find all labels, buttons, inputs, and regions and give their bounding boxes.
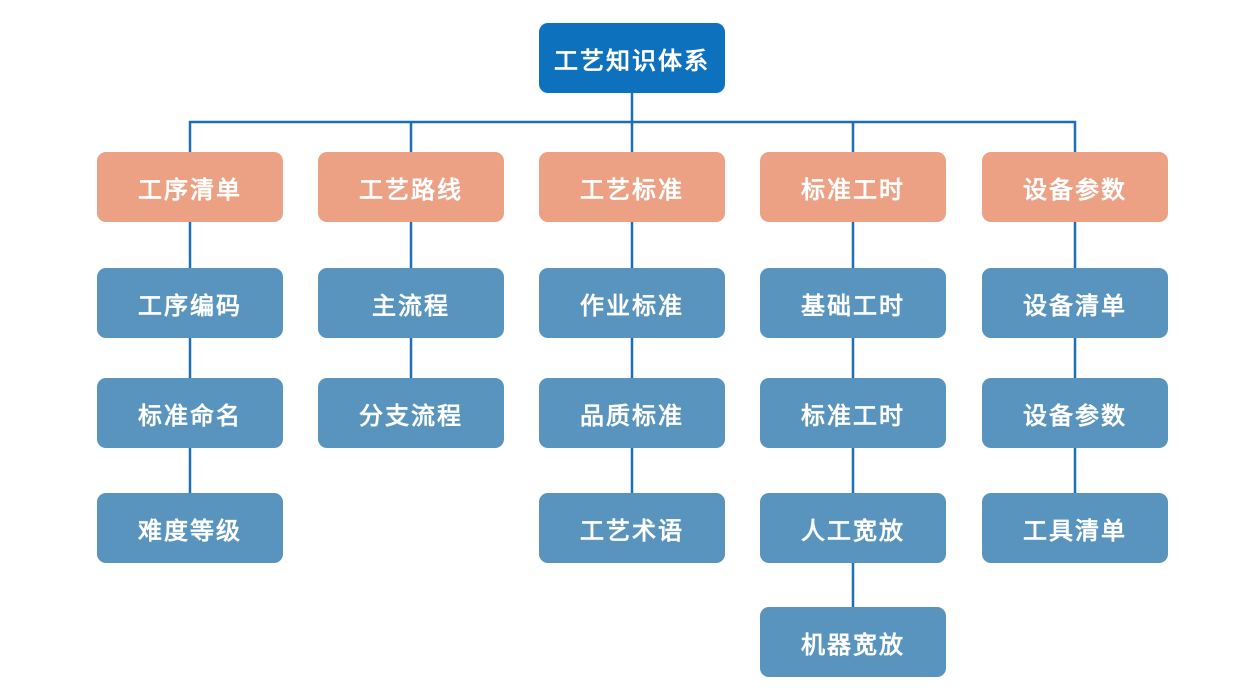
child-node-difficulty-level: 难度等级 [97,493,283,563]
branch-node-standard-hours: 标准工时 [760,152,946,222]
child-node-process-terminology: 工艺术语 [539,493,725,563]
child-node-branch-flow: 分支流程 [318,378,504,448]
child-node-tool-list: 工具清单 [982,493,1168,563]
child-node-standard-hours: 标准工时 [760,378,946,448]
child-node-process-code: 工序编码 [97,268,283,338]
child-node-standard-naming: 标准命名 [97,378,283,448]
child-node-main-flow: 主流程 [318,268,504,338]
child-node-equipment-parameters: 设备参数 [982,378,1168,448]
child-node-labor-allowance: 人工宽放 [760,493,946,563]
branch-node-equipment-parameters: 设备参数 [982,152,1168,222]
child-node-machine-allowance: 机器宽放 [760,607,946,677]
child-node-basic-hours: 基础工时 [760,268,946,338]
branch-node-process-route: 工艺路线 [318,152,504,222]
branch-node-process-list: 工序清单 [97,152,283,222]
root-node-process-knowledge-system: 工艺知识体系 [539,23,725,93]
child-node-equipment-list: 设备清单 [982,268,1168,338]
branch-node-process-standard: 工艺标准 [539,152,725,222]
child-node-operation-standard: 作业标准 [539,268,725,338]
child-node-quality-standard: 品质标准 [539,378,725,448]
